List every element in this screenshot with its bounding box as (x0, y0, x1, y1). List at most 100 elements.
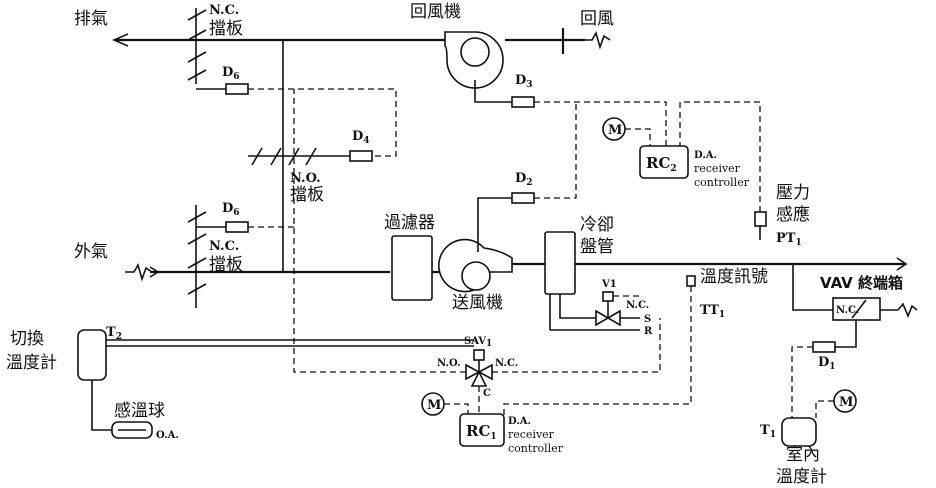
room-label-1: 室內 (786, 445, 820, 465)
t1-motor-m: M (839, 395, 853, 410)
v1-label: V1 (601, 279, 617, 290)
damper-blade (251, 147, 263, 166)
outdoor-damper-nc: N.C. (209, 239, 239, 254)
outdoor-air-squiggle-icon (125, 262, 153, 282)
ctl-sav-nc (492, 318, 661, 373)
rc2-da: D.A. (694, 150, 717, 161)
ctl-rc1-motor (444, 403, 469, 414)
sav-c: C (483, 388, 491, 399)
pressure-transmitter (754, 211, 767, 227)
supply-arrow-icon (896, 257, 908, 271)
nc-exhaust-damper (187, 8, 207, 84)
ctl-d6-d4 (248, 88, 397, 157)
d6-top-tag: D6 (222, 65, 240, 82)
ctl-t1-motor (815, 400, 834, 418)
supply-fan-label: 送風機 (452, 293, 503, 313)
no-recirc-damper (248, 147, 318, 166)
damper-blade (187, 233, 207, 245)
rc1-tag: RC1 (466, 422, 497, 442)
rc1-box (459, 413, 505, 447)
d2-tag: D2 (515, 171, 533, 188)
rc2-tag: RC2 (646, 154, 677, 174)
damper-blade (187, 9, 207, 21)
d4-tag: D4 (352, 129, 370, 146)
tt-tag: TT1 (700, 303, 725, 320)
port-s: S (644, 314, 651, 325)
pressure-label-1: 壓力 (776, 183, 810, 203)
cooling-coil-label-2: 盤管 (580, 237, 614, 257)
damper-blade (187, 69, 207, 81)
return-fan-wheel (460, 37, 490, 67)
ctl-sav-no (293, 89, 466, 373)
damper-blade (187, 257, 207, 269)
room-thermostat-box (781, 417, 817, 447)
cooling-coil-box (544, 231, 576, 295)
d2-linkage (477, 197, 512, 252)
valve-body-left (595, 309, 610, 327)
d3-tag: D3 (515, 73, 533, 90)
chilled-water-valve (549, 291, 640, 331)
rc1-motor-m: M (427, 398, 441, 413)
return-air-squiggle-icon (585, 30, 611, 50)
recirc-damper-no: N.O. (290, 171, 321, 186)
damper-blade (305, 147, 317, 166)
vav-label: VAV 終端箱 (820, 274, 903, 292)
temp-signal-label: 溫度訊號 (700, 267, 768, 287)
filter-box (391, 235, 433, 301)
exhaust-damper-nc: N.C. (209, 3, 239, 18)
exhaust-damper-label: 擋板 (209, 19, 243, 39)
damper-blade (270, 147, 282, 166)
port-r: R (644, 326, 653, 337)
d1-linkage (835, 320, 857, 348)
supply-fan (438, 238, 513, 293)
switch-thermo-label-1: 切換 (10, 329, 44, 349)
sav-actuator (473, 349, 485, 361)
d6-top-actuator (225, 83, 249, 95)
rc1-receiver: receiver (508, 428, 555, 441)
vav-damper-blade (851, 299, 867, 319)
return-fan (444, 31, 504, 89)
exhaust-label: 排氣 (74, 9, 108, 29)
rc1-controller: controller (508, 442, 564, 455)
outdoor-air-arrow-icon (149, 266, 160, 278)
return-fan-label: 回風機 (410, 2, 461, 22)
sav-nc: N.C. (495, 358, 518, 369)
ctl-pt-rc2 (679, 101, 761, 212)
d4-actuator (349, 150, 373, 162)
pressure-label-2: 感應 (776, 204, 810, 225)
damper-blade (187, 51, 207, 63)
switch-thermo-label-2: 溫度計 (6, 353, 57, 373)
exhaust-arrow-icon (111, 33, 129, 47)
d3-linkage (474, 80, 512, 103)
rc2-receiver: receiver (694, 162, 741, 175)
return-air-label: 回風 (580, 9, 614, 29)
switch-thermostat-box (77, 329, 107, 381)
vav-nc: N.C. (836, 305, 859, 316)
pt-tag: PT1 (776, 231, 802, 248)
three-way-valve-sav (465, 349, 493, 387)
v1-nc: N.C. (626, 300, 649, 311)
rc2-controller: controller (694, 176, 750, 189)
rc1-da: D.A. (508, 416, 531, 427)
outdoor-damper-label: 擋板 (209, 255, 243, 275)
supply-fan-wheel (461, 261, 491, 291)
d6-bottom-tag: D6 (222, 201, 240, 218)
damper-blade (187, 283, 207, 295)
ctl-tt-rc1 (503, 286, 692, 420)
rc2-box (639, 145, 689, 179)
vav-outlet-squiggle-icon (897, 302, 918, 319)
ctl-d2 (534, 102, 577, 199)
d3-actuator (511, 96, 535, 108)
d1-actuator (812, 341, 836, 353)
outdoor-air-label: 外氣 (74, 242, 108, 262)
d2-actuator (511, 192, 535, 204)
d1-tag: D1 (818, 355, 836, 372)
ctl-rc2-motor (625, 128, 651, 146)
ctl-d3 (534, 101, 667, 146)
temp-transmitter (686, 275, 696, 287)
t1-tag: T1 (760, 423, 776, 440)
rc2-motor-m: M (608, 123, 622, 138)
damper-blade (187, 211, 207, 223)
filter-label: 過濾器 (384, 213, 435, 233)
